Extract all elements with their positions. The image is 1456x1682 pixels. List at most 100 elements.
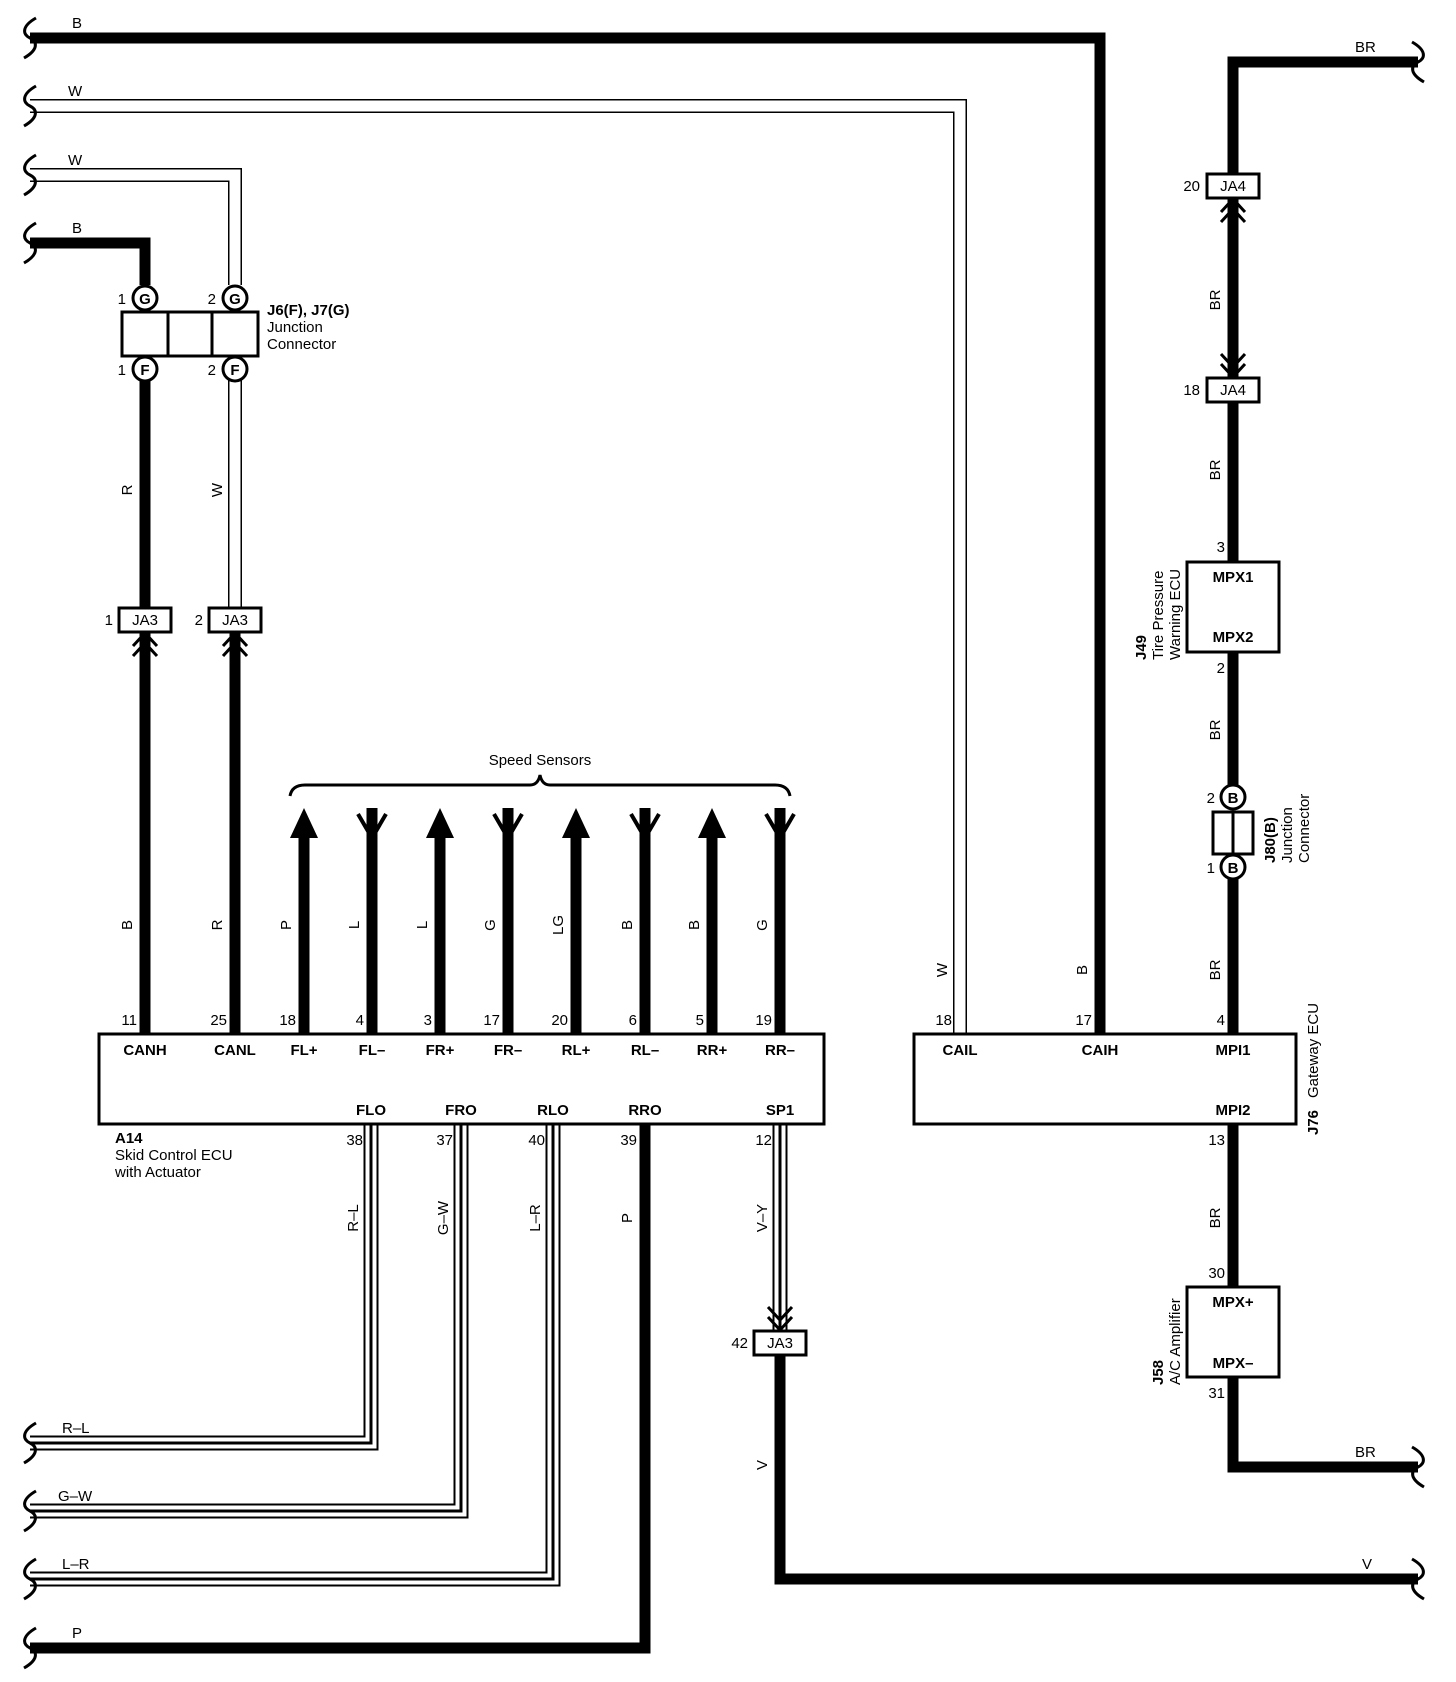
wire-label-gw: G–W <box>58 1488 93 1505</box>
junction-j6-name: J6(F), J7(G) <box>267 302 350 319</box>
wire-rl-core <box>30 1124 373 1445</box>
wire-w-junction-inner <box>30 169 241 285</box>
speed-sensor-arrow-up <box>698 808 726 838</box>
svg-text:JA3: JA3 <box>132 612 158 629</box>
wire-b-top <box>30 32 1106 1034</box>
junction-f1-pin: 1 <box>118 362 126 379</box>
skid-ecu-pin-signal: RR+ <box>697 1042 728 1059</box>
wire-br-top <box>1227 56 1418 176</box>
skid-ecu-bottom-wire-label: L–R <box>527 1204 544 1232</box>
speed-sensor-wire-label: B <box>686 920 703 930</box>
skid-ecu-pin-number: 17 <box>483 1012 500 1029</box>
skid-ecu-bottom-wire-label: P <box>619 1213 636 1223</box>
ac-amp-desc: A/C Amplifier <box>1167 1298 1184 1385</box>
speed-sensor-arrow-stem <box>502 808 514 838</box>
skid-ecu-pin-number: 40 <box>528 1132 545 1149</box>
speed-sensors-title: Speed Sensors <box>489 752 592 769</box>
wire-label-p: P <box>72 1625 82 1642</box>
skid-ecu-pin-signal: RL+ <box>562 1042 591 1059</box>
svg-text:JA3: JA3 <box>767 1335 793 1352</box>
skid-ecu-pin-number: 37 <box>436 1132 453 1149</box>
wire-label-top-w1: W <box>68 83 83 100</box>
junction-f2-pin: 2 <box>208 362 216 379</box>
tire-ecu-sig-top: MPX1 <box>1213 569 1254 586</box>
skid-ecu-pin-number: 20 <box>551 1012 568 1029</box>
wire-label-top-b: B <box>72 15 82 32</box>
wire-p-bottom <box>30 1124 651 1654</box>
j80-desc2: Connector <box>1296 794 1313 863</box>
junction-f2-circle <box>221 355 249 383</box>
skid-ecu-id: A14 <box>115 1130 143 1147</box>
svg-text:2: 2 <box>195 612 203 629</box>
speed-sensor-arrows <box>290 808 796 842</box>
tire-ecu-pin-top: 3 <box>1217 539 1225 556</box>
wire-w-junction-outline <box>30 168 242 285</box>
wire-w-top-inner <box>30 100 966 1034</box>
wire-label-mid-b: B <box>72 220 82 237</box>
wire-label-mpi2-br: BR <box>1207 1207 1224 1228</box>
gateway-cail-sig: CAIL <box>943 1042 978 1059</box>
skid-ecu-pin-signal: FL– <box>359 1042 386 1059</box>
junction-g1-circle <box>131 284 159 312</box>
junction-j6-desc2: Connector <box>267 336 336 353</box>
wire-lr-core <box>30 1124 555 1581</box>
j80-id: J80(B) <box>1262 817 1279 863</box>
skid-ecu-pin-number: 3 <box>424 1012 432 1029</box>
speed-sensor-wires <box>298 836 786 1034</box>
speed-sensor-arrow-stem <box>639 808 651 838</box>
wire-label-caih-b: B <box>1074 965 1091 975</box>
wire-label-tire-br: BR <box>1207 719 1224 740</box>
j80-bottom-circle <box>1219 853 1247 881</box>
skid-ecu-pin-signal: SP1 <box>766 1102 794 1119</box>
skid-ecu-bottom-wire-label: V–Y <box>754 1204 771 1232</box>
wire-label-lr: L–R <box>62 1556 90 1573</box>
speed-sensor-arrow-up <box>562 808 590 838</box>
wire-gw-outer <box>30 1124 469 1519</box>
speed-sensor-wire-label: P <box>278 920 295 930</box>
ac-amp-pin-bottom: 31 <box>1208 1385 1225 1402</box>
junction-g2-letter: G <box>229 291 241 308</box>
svg-text:1: 1 <box>105 612 113 629</box>
ja4-connector-20: JA4 20 <box>1183 172 1261 224</box>
gateway-cail-pin: 18 <box>935 1012 952 1029</box>
j80-desc1: Junction <box>1279 807 1296 863</box>
ac-amp-box <box>1185 1285 1281 1379</box>
skid-ecu-pin-signal: RL– <box>631 1042 659 1059</box>
wire-label-br-bottom: BR <box>1355 1444 1376 1461</box>
skid-ecu-pin-number: 38 <box>346 1132 363 1149</box>
gateway-ecu-desc: Gateway ECU <box>1305 1003 1322 1098</box>
ac-amp-sig-top: MPX+ <box>1212 1294 1254 1311</box>
skid-ecu-pin-signal: FL+ <box>290 1042 317 1059</box>
wire-label-r-upper: R <box>119 484 136 495</box>
junction-f1-letter: F <box>140 362 149 379</box>
wire-label-canh: B <box>119 920 136 930</box>
skid-ecu-pin-number: 12 <box>755 1132 772 1149</box>
speed-sensor-wire-label: LG <box>550 915 567 935</box>
skid-ecu-top-pins: 11CANH25CANL18FL+4FL–3FR+17FR–20RL+6RL–5… <box>121 1012 795 1059</box>
junction-j6-desc1: Junction <box>267 319 323 336</box>
ac-amp-pin-top: 30 <box>1208 1265 1225 1282</box>
wire-w-top-outline <box>30 99 967 1034</box>
wire-label-ja4-br: BR <box>1207 289 1224 310</box>
junction-g1-letter: G <box>139 291 151 308</box>
ac-amp-sig-bottom: MPX– <box>1213 1355 1254 1372</box>
svg-text:20: 20 <box>1183 178 1200 195</box>
speed-sensor-wire-label: L <box>346 921 363 929</box>
wire-label-mpi1-br: BR <box>1207 959 1224 980</box>
j80-bottom-letter: B <box>1228 860 1239 877</box>
wire-label-br-top: BR <box>1355 39 1376 56</box>
junction-g2-pin: 2 <box>208 291 216 308</box>
skid-ecu-pin-signal: FRO <box>445 1102 477 1119</box>
gateway-mpi2-sig: MPI2 <box>1215 1102 1250 1119</box>
speed-sensor-arrow-stem <box>366 808 378 838</box>
wire-gw-mid <box>30 1124 467 1517</box>
skid-ecu-pin-number: 18 <box>279 1012 296 1029</box>
speed-sensor-wire-label: G <box>754 919 771 931</box>
junction-g2-circle <box>221 284 249 312</box>
skid-ecu-pin-signal: RRO <box>628 1102 662 1119</box>
skid-ecu-desc1: Skid Control ECU <box>115 1147 233 1164</box>
svg-text:JA4: JA4 <box>1220 382 1246 399</box>
